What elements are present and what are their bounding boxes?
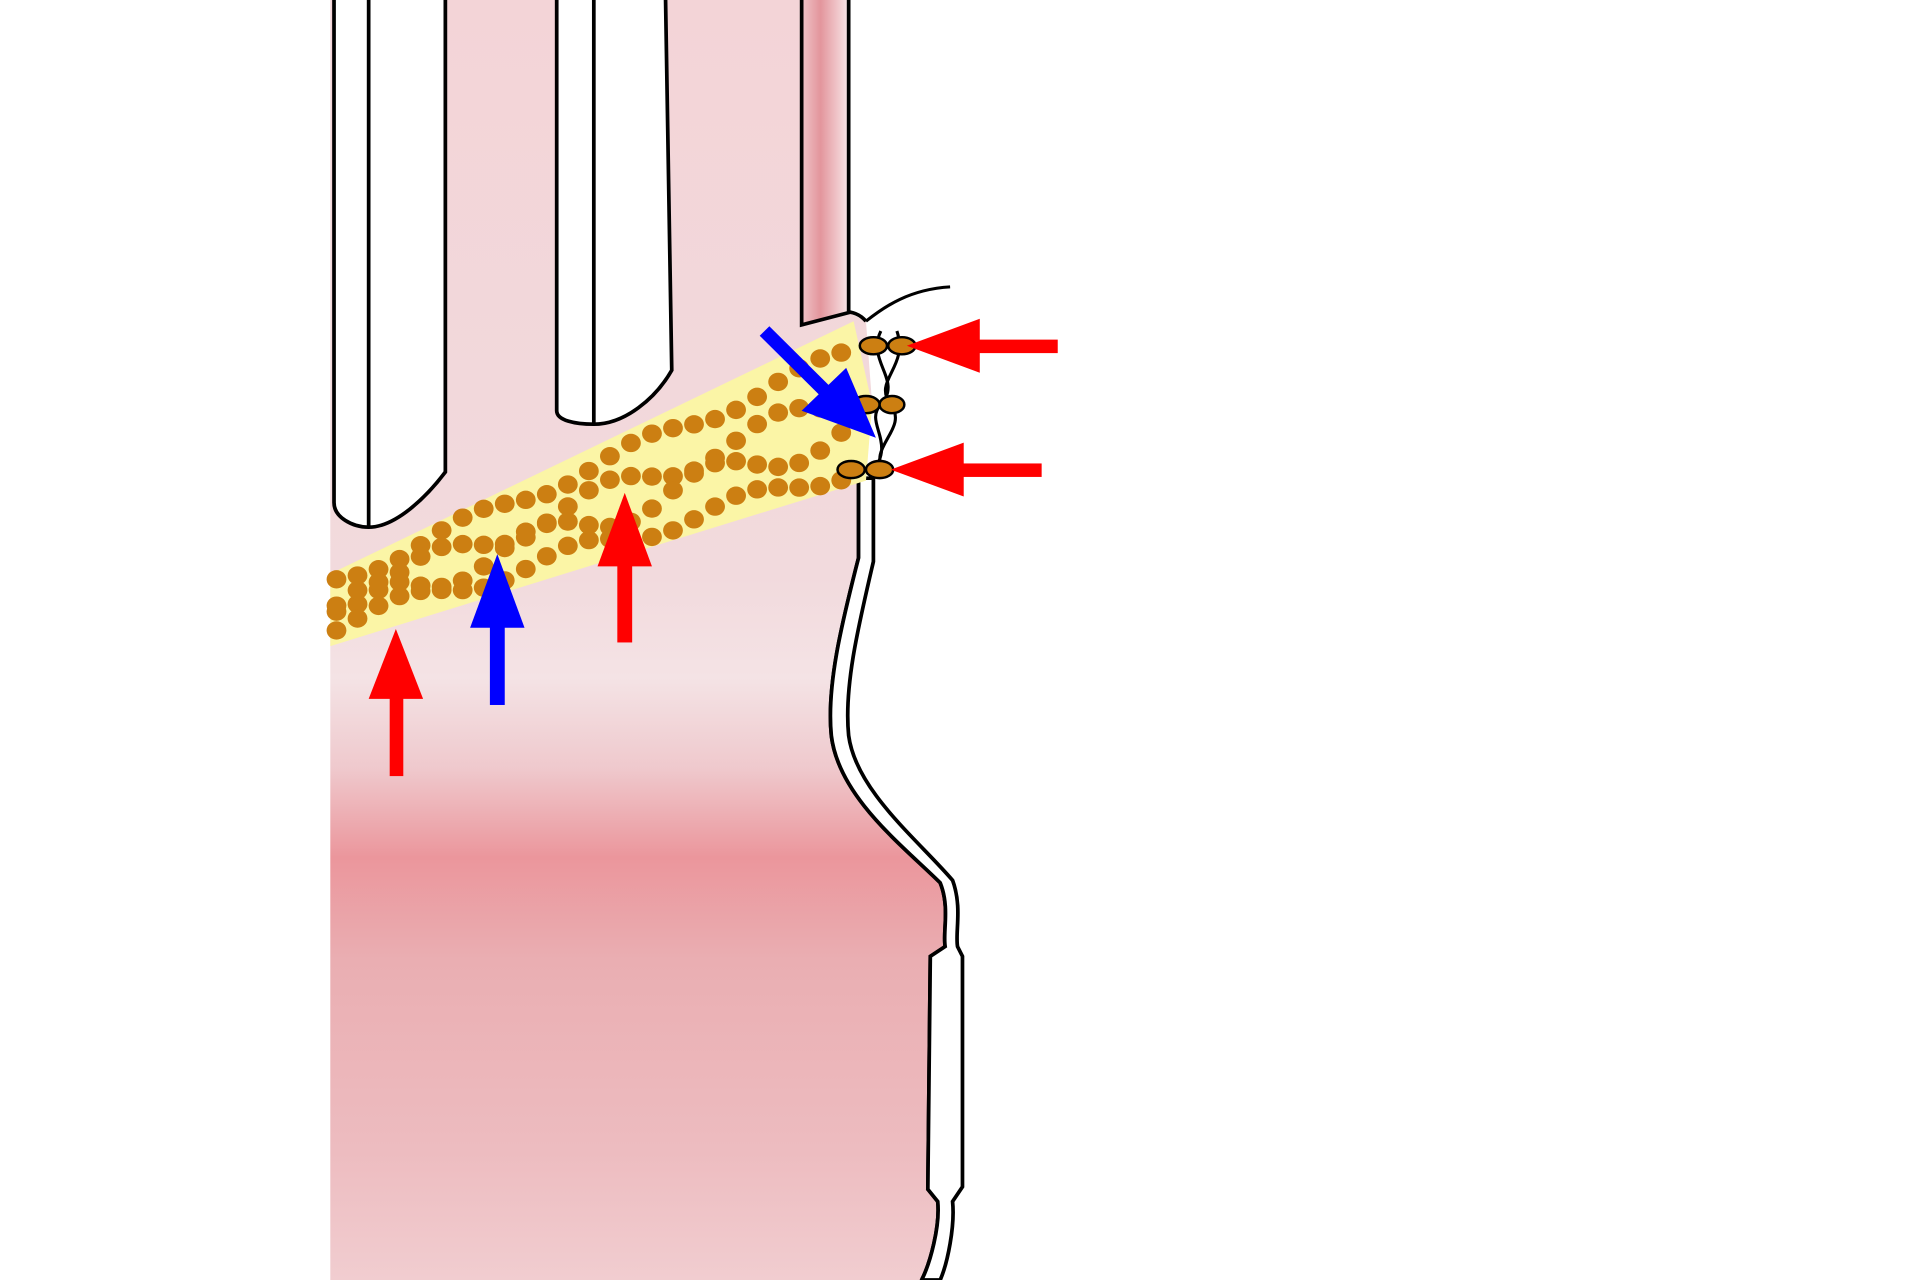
granule [768, 457, 789, 477]
granule [789, 398, 810, 418]
granule [642, 499, 662, 518]
granule [705, 497, 725, 516]
granule [515, 522, 536, 541]
granule [368, 596, 389, 616]
granule [663, 521, 683, 540]
granule [789, 453, 810, 473]
granule [642, 424, 662, 443]
granule [536, 513, 557, 532]
granule [326, 570, 347, 589]
granule [431, 577, 452, 597]
granule [726, 400, 746, 420]
granule [494, 538, 515, 558]
granule [431, 537, 452, 557]
granule [389, 586, 410, 606]
red-arrow-up-2 [597, 492, 652, 643]
junction-oval [864, 459, 895, 480]
membrane-outer [828, 476, 965, 1280]
granule [747, 480, 768, 499]
junction-oval [878, 394, 906, 415]
granule [452, 571, 473, 590]
granule [642, 527, 662, 547]
granule [347, 566, 368, 585]
granule [747, 387, 768, 407]
junction-strand [865, 285, 951, 473]
granule [410, 576, 431, 595]
granule [536, 547, 557, 566]
granule [410, 547, 431, 566]
granule [368, 572, 389, 592]
granule [473, 535, 494, 555]
granule [326, 596, 347, 615]
microvillus-2 [554, 0, 674, 427]
microvillus-3 [799, 0, 851, 328]
granule [347, 581, 368, 600]
granule [347, 594, 368, 614]
granule [494, 494, 515, 513]
granule [684, 415, 704, 434]
granule [663, 418, 683, 438]
granule [326, 621, 347, 640]
granule [726, 486, 746, 505]
granule [536, 485, 557, 504]
granule [515, 490, 536, 510]
granule [768, 372, 789, 392]
red-arrow-up-1 [368, 628, 424, 777]
granule [600, 447, 620, 466]
junction-oval [836, 459, 866, 480]
granule [515, 559, 536, 579]
granule [557, 512, 578, 531]
granule [705, 409, 725, 429]
cell-tissue [330, 0, 946, 1280]
red-arrow-left-1 [906, 318, 1058, 373]
granule [726, 452, 746, 471]
granule [684, 464, 704, 483]
granule [831, 343, 852, 362]
granule [810, 476, 831, 496]
granule [473, 557, 494, 576]
granule [578, 481, 599, 500]
granule [684, 510, 704, 529]
granule [473, 499, 494, 519]
granule [663, 481, 683, 500]
granule [557, 497, 578, 516]
granule [747, 455, 768, 474]
granule [557, 475, 578, 494]
granule [578, 461, 599, 481]
blue-arrow-up [470, 554, 525, 705]
granule [431, 521, 452, 540]
granule [768, 478, 789, 497]
granule [621, 433, 641, 453]
granule [705, 454, 725, 473]
granule [600, 470, 620, 489]
granule [768, 403, 789, 422]
granule [452, 534, 473, 554]
granule [726, 431, 746, 450]
granule-layer [326, 343, 852, 640]
granule [831, 423, 852, 442]
granule [810, 349, 831, 368]
red-arrow-left-2 [890, 442, 1042, 497]
granule [389, 572, 410, 592]
granule [557, 536, 578, 556]
granule [621, 466, 641, 486]
microvillus-1 [332, 0, 448, 530]
granule [642, 467, 662, 486]
junction-oval [858, 335, 889, 356]
granule [347, 609, 368, 628]
granule [389, 549, 410, 569]
granule [452, 508, 473, 527]
granule [368, 560, 389, 579]
granule [663, 467, 683, 486]
granule [578, 530, 599, 550]
granule [578, 515, 599, 535]
blue-arrow-diagonal [759, 326, 876, 438]
granule [789, 478, 810, 497]
granule [810, 441, 831, 460]
granule [747, 414, 768, 434]
